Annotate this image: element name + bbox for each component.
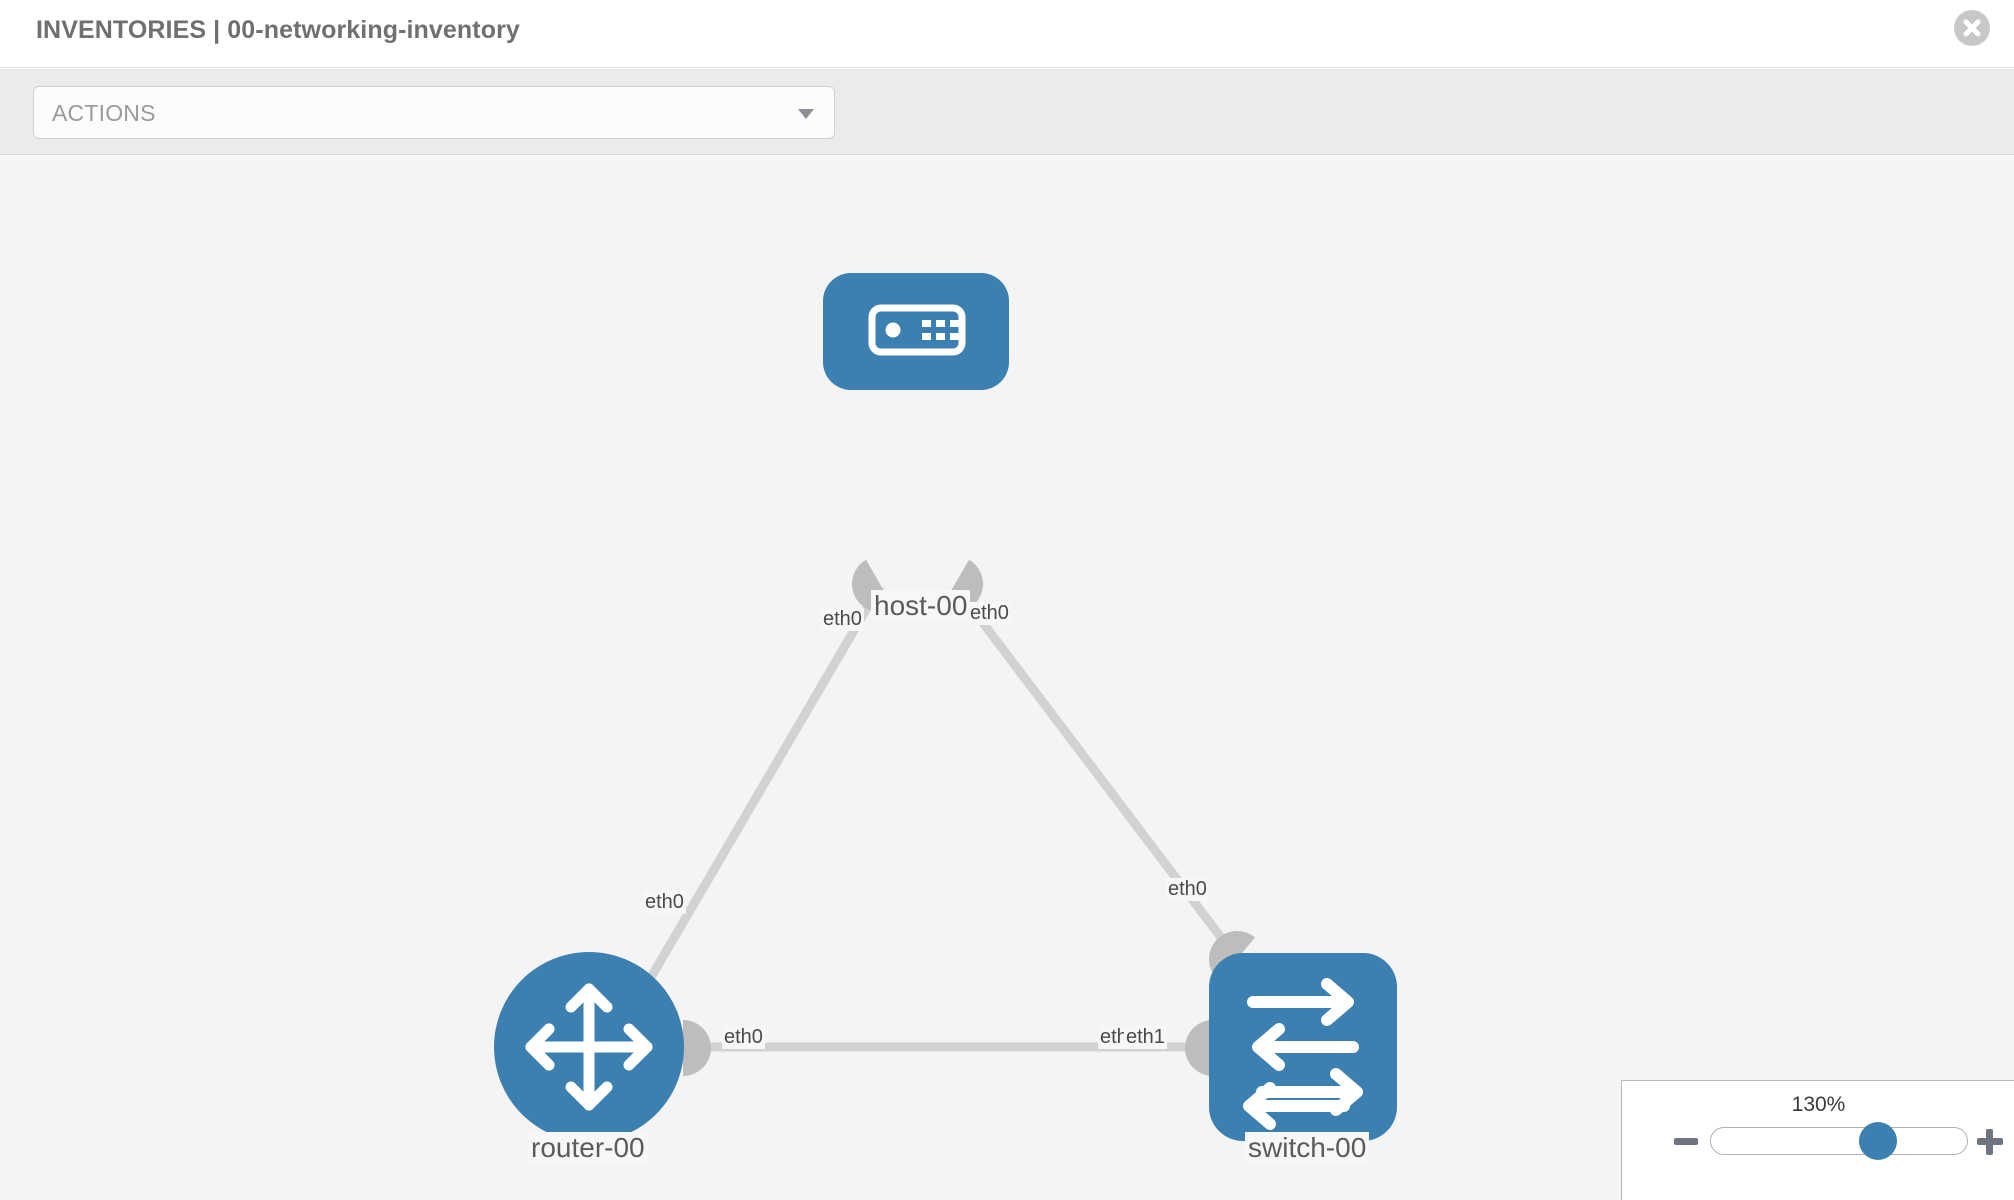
- actions-dropdown-label: ACTIONS: [52, 100, 156, 126]
- iface-label-router00-right: eth0: [722, 1026, 765, 1049]
- zoom-level-value: 130%: [1791, 1093, 1846, 1116]
- topology-connectors: [683, 559, 1255, 1076]
- link-host00-router00[interactable]: [636, 583, 884, 999]
- zoom-slider-track[interactable]: [1710, 1127, 1968, 1155]
- iface-label-router00-up: eth0: [643, 891, 686, 914]
- toolbar: ACTIONS SEARCH: [0, 69, 2014, 209]
- zoom-out-button[interactable]: [1674, 1138, 1698, 1145]
- zoom-slider-thumb[interactable]: [1858, 1122, 1897, 1160]
- iface-label-host00-right: eth0: [968, 602, 1011, 625]
- page-title: INVENTORIES | 00-networking-inventory: [36, 16, 520, 44]
- close-button[interactable]: [1954, 10, 1990, 46]
- zoom-in-button[interactable]: [1977, 1129, 2003, 1155]
- node-label-switch-00: switch-00: [1245, 1132, 1370, 1164]
- topology-graph: [494, 273, 1397, 1142]
- actions-dropdown[interactable]: ACTIONS: [33, 86, 835, 139]
- chevron-down-icon: [798, 109, 814, 119]
- window-header: INVENTORIES | 00-networking-inventory: [0, 0, 2014, 68]
- server-icon: [868, 304, 966, 356]
- node-switch-00[interactable]: [1209, 953, 1397, 1141]
- topology-canvas[interactable]: host-00 router-00 switch-00 eth0 eth0 et…: [0, 156, 2014, 1200]
- node-router-00[interactable]: [494, 952, 684, 1142]
- close-icon: [1963, 19, 1981, 37]
- topology-links: [636, 583, 1239, 1052]
- switch-icon: [1246, 978, 1363, 1116]
- connector-switch00-left: [1185, 1020, 1213, 1076]
- node-label-host-00: host-00: [871, 590, 971, 622]
- connector-router00-right: [683, 1020, 711, 1076]
- node-host-00[interactable]: [823, 273, 1009, 390]
- zoom-control-panel: 130%: [1621, 1080, 2014, 1200]
- node-label-router-00: router-00: [528, 1132, 648, 1164]
- iface-label-switch00-up: eth0: [1166, 878, 1209, 901]
- iface-label-switch00-eth1: eth1: [1124, 1026, 1167, 1049]
- iface-label-host00-left: eth0: [821, 608, 864, 631]
